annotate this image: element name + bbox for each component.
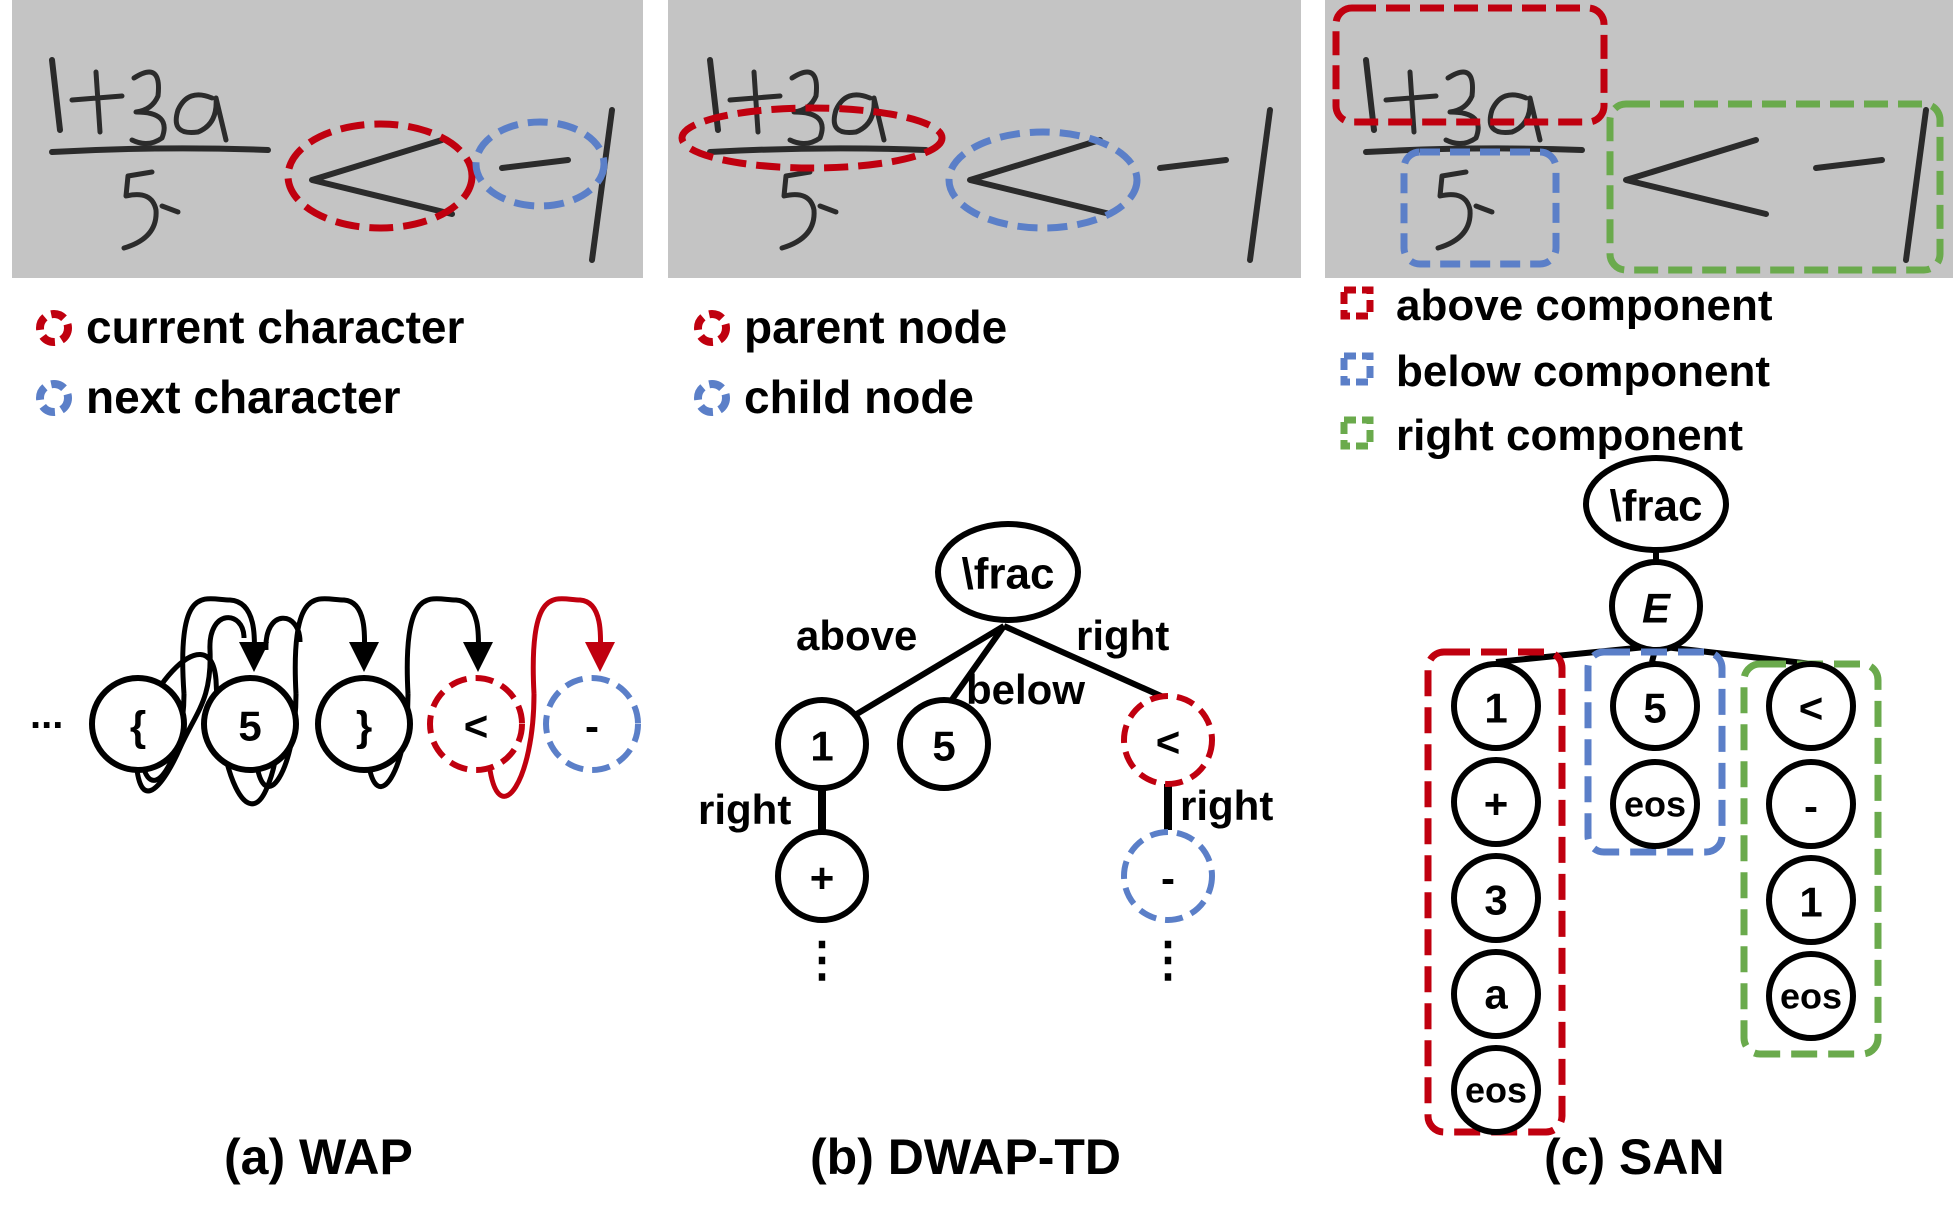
tree-node-plus — [775, 829, 869, 923]
above-node-plus-label: + — [1484, 781, 1509, 828]
panel-a: current character next character ... { 5… — [12, 0, 643, 1185]
above-node-eos-label: eos — [1465, 1070, 1527, 1111]
current-character-highlight — [284, 120, 476, 232]
tree-node-minus — [1121, 829, 1215, 923]
legend-below-component: below component — [1396, 347, 1770, 396]
right-node-1 — [1766, 855, 1856, 945]
legend-green-box-icon — [1340, 416, 1374, 450]
right-node-minus-label: - — [1804, 783, 1818, 830]
right-node-eos-label: eos — [1780, 976, 1842, 1017]
legend-above-component: above component — [1396, 281, 1773, 330]
tree-node-frac-label: \frac — [962, 550, 1055, 599]
legend-blue-box-icon — [1340, 352, 1374, 386]
below-column-box — [1584, 648, 1726, 856]
above-node-3 — [1451, 853, 1541, 943]
legend-parent-node: parent node — [744, 301, 1007, 353]
tree-node-5-label: 5 — [932, 723, 955, 770]
parent-node-highlight — [678, 104, 946, 172]
seq-node-lbrace-label: { — [130, 703, 146, 750]
above-node-3-label: 3 — [1484, 877, 1507, 924]
seq-node-5-label: 5 — [238, 703, 261, 750]
above-component-box — [1332, 4, 1608, 126]
scan-arrow-1 — [180, 596, 270, 695]
seq-node-lbrace — [89, 675, 187, 773]
above-node-a — [1451, 949, 1541, 1039]
seq-node-less — [427, 675, 525, 773]
scan-arrow-3 — [404, 596, 494, 695]
seq-node-5 — [201, 675, 299, 773]
edge-frac-5 — [943, 624, 1007, 710]
panel-b: parent node child node \frac above below… — [668, 0, 1301, 1185]
below-component-box — [1400, 148, 1560, 268]
legend-current-character: current character — [86, 301, 464, 353]
legend-red-dashed-icon — [36, 310, 72, 346]
tree-node-less — [1121, 693, 1215, 787]
edge-label-right-top: right — [1076, 612, 1169, 659]
scan-arrow-red — [530, 596, 616, 695]
sequence-ellipsis: ... — [30, 693, 63, 737]
seq-node-rbrace-label: } — [356, 703, 372, 750]
ellipsis-left: ⋮ — [798, 934, 846, 987]
tree-node-5 — [897, 697, 991, 791]
scan-loop-red — [487, 693, 537, 799]
above-node-eos — [1451, 1045, 1541, 1135]
edge-label-above: above — [796, 612, 917, 659]
legend-right-component: right component — [1396, 411, 1743, 460]
ellipsis-right: ⋮ — [1144, 934, 1192, 987]
above-node-1 — [1451, 661, 1541, 751]
san-node-e-label: E — [1642, 585, 1672, 632]
below-node-eos — [1610, 759, 1700, 849]
above-node-1-label: 1 — [1484, 685, 1507, 732]
above-node-plus — [1451, 757, 1541, 847]
legend-blue-dashed-icon-b — [694, 380, 730, 416]
seq-node-minus — [543, 675, 641, 773]
san-node-frac — [1583, 455, 1729, 553]
photo-a — [12, 0, 643, 278]
right-node-minus — [1766, 759, 1856, 849]
panel-c: above component below component right co… — [1325, 0, 1953, 1185]
caption-a: (a) WAP — [224, 1129, 413, 1185]
right-node-eos — [1766, 951, 1856, 1041]
below-node-5 — [1610, 661, 1700, 751]
tree-node-less-label: < — [1156, 719, 1181, 766]
edge-label-right-left: right — [698, 786, 791, 833]
tree-node-1-label: 1 — [810, 723, 833, 770]
photo-c — [1325, 0, 1953, 278]
child-node-highlight — [945, 128, 1141, 232]
legend-next-character: next character — [86, 371, 401, 423]
tree-node-plus-label: + — [810, 855, 835, 902]
san-node-frac-label: \frac — [1610, 482, 1703, 531]
tree-node-1 — [775, 697, 869, 791]
edge-label-below: below — [966, 666, 1085, 713]
above-node-a-label: a — [1484, 971, 1508, 1018]
legend-red-dashed-icon-b — [694, 310, 730, 346]
seq-node-less-label: < — [464, 703, 489, 750]
seq-node-minus-label: - — [585, 703, 599, 750]
legend-child-node: child node — [744, 371, 974, 423]
caption-c: (c) SAN — [1544, 1129, 1725, 1185]
seq-node-rbrace — [315, 675, 413, 773]
edge-label-right-right: right — [1180, 782, 1273, 829]
below-node-eos-label: eos — [1624, 784, 1686, 825]
legend-red-box-icon — [1340, 286, 1374, 320]
right-node-1-label: 1 — [1799, 879, 1822, 926]
below-node-5-label: 5 — [1643, 685, 1666, 732]
right-node-less — [1766, 661, 1856, 751]
next-character-highlight — [472, 118, 608, 210]
scan-arrow-2 — [292, 596, 380, 695]
tree-node-frac — [935, 521, 1081, 623]
edge-frac-less — [1002, 623, 1172, 703]
tree-node-minus-label: - — [1161, 855, 1175, 902]
right-component-box — [1606, 100, 1944, 274]
legend-blue-dashed-icon — [36, 380, 72, 416]
caption-b: (b) DWAP-TD — [810, 1129, 1121, 1185]
right-node-less-label: < — [1799, 685, 1824, 732]
